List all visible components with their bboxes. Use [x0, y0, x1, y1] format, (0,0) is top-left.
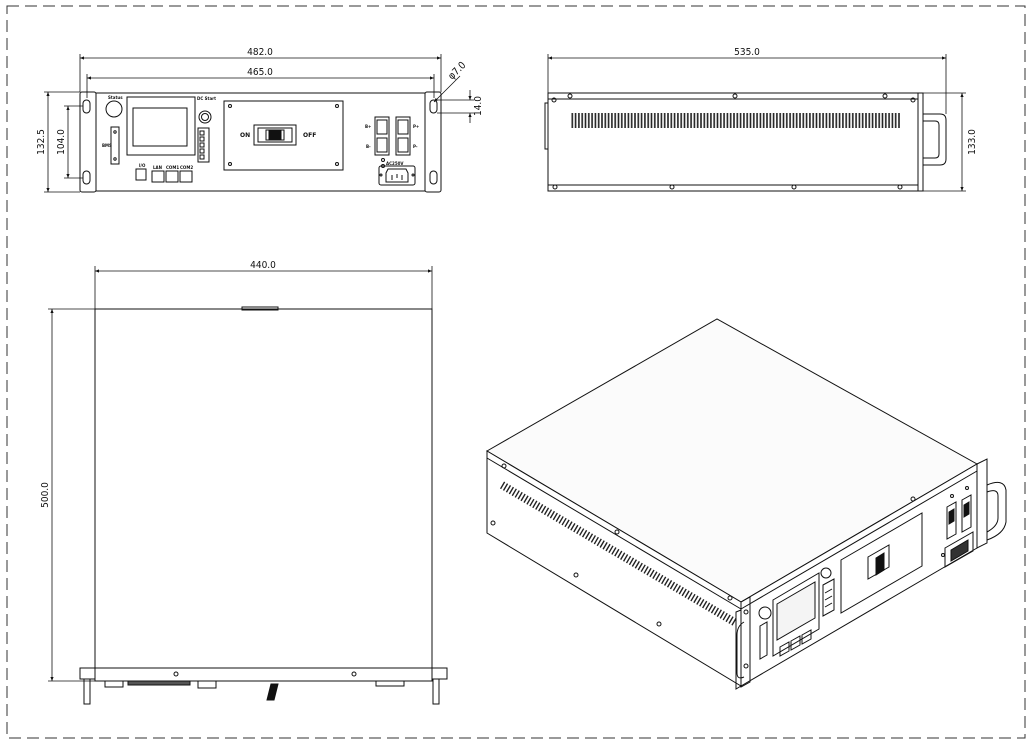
p-minus-label: P-	[413, 144, 418, 149]
com2-port	[179, 170, 193, 183]
side-rack-ear	[917, 92, 924, 192]
iso-breaker-plate	[840, 512, 923, 614]
com2-label: COM2	[180, 165, 193, 170]
dim-465: 465.0	[247, 67, 273, 78]
battery-connector-p	[395, 116, 411, 156]
iso-display-screen	[776, 581, 816, 641]
iso-battery-connector-p	[961, 494, 972, 533]
bms-port	[110, 126, 120, 165]
side-dimensions	[547, 54, 966, 192]
b-plus-label: B+	[365, 124, 371, 129]
io-header	[135, 168, 147, 181]
lan-label: LAN	[153, 165, 162, 170]
front-dimensions	[44, 54, 474, 193]
front-panel	[95, 92, 426, 192]
dim-132-5: 132.5	[36, 129, 47, 155]
iso-right-ear	[976, 458, 988, 549]
ac-label: AC250V	[386, 161, 404, 166]
top-left-handle	[83, 679, 91, 705]
side-dimension-values: 535.0 133.0	[734, 47, 978, 155]
side-handle	[923, 113, 947, 166]
dim-440: 440.0	[250, 260, 276, 271]
dc-start-label: DC Start	[197, 96, 216, 101]
p-plus-label: P+	[413, 124, 419, 129]
dim-104: 104.0	[56, 129, 67, 155]
on-label: ON	[240, 132, 250, 139]
breaker-plate	[223, 100, 344, 171]
display-bezel	[126, 96, 196, 156]
bms-label: BMS	[102, 143, 112, 148]
dim-500: 500.0	[40, 482, 51, 508]
b-minus-label: B-	[366, 144, 371, 149]
top-dimension-values: 440.0 500.0	[40, 260, 276, 508]
front-panel-labels: Status BMS DC Start ON OFF B+ B- P+ P- I…	[102, 95, 419, 170]
io-label: I/O	[139, 163, 146, 168]
iso-display-bezel	[772, 572, 820, 657]
dim-133: 133.0	[967, 129, 978, 155]
side-body	[547, 92, 919, 192]
front-view	[79, 91, 442, 193]
status-indicator	[105, 100, 123, 118]
isometric-view	[486, 318, 1007, 690]
iso-breaker-switch	[867, 544, 890, 580]
top-right-handle	[432, 679, 440, 705]
breaker-switch	[253, 124, 297, 146]
terminal-block	[197, 127, 210, 163]
lan-port	[151, 170, 165, 183]
dim-482: 482.0	[247, 47, 273, 58]
status-label: Status	[108, 95, 123, 100]
side-vent-slots	[571, 113, 900, 128]
side-view	[544, 92, 947, 192]
left-rack-ear	[79, 91, 97, 193]
com1-label: COM1	[166, 165, 179, 170]
top-view	[79, 306, 448, 705]
top-body	[94, 308, 433, 669]
iso-right-handle	[986, 481, 1007, 541]
top-dimensions	[48, 266, 433, 682]
drawing-border	[6, 5, 1026, 739]
right-rack-ear	[424, 91, 442, 193]
com1-port	[165, 170, 179, 183]
off-label: OFF	[303, 132, 316, 139]
top-front-lip	[94, 667, 433, 682]
iso-left-handle	[736, 621, 745, 679]
iso-battery-connector-b	[946, 501, 957, 540]
iso-side-vents-upper	[499, 481, 739, 627]
iso-ac-inlet	[944, 531, 974, 568]
display-screen	[132, 107, 188, 147]
dc-start-button	[198, 110, 212, 124]
dim-14: 14.0	[473, 96, 484, 116]
ac-inlet	[378, 165, 416, 186]
battery-connector-b	[374, 116, 390, 156]
dim-535: 535.0	[734, 47, 760, 58]
